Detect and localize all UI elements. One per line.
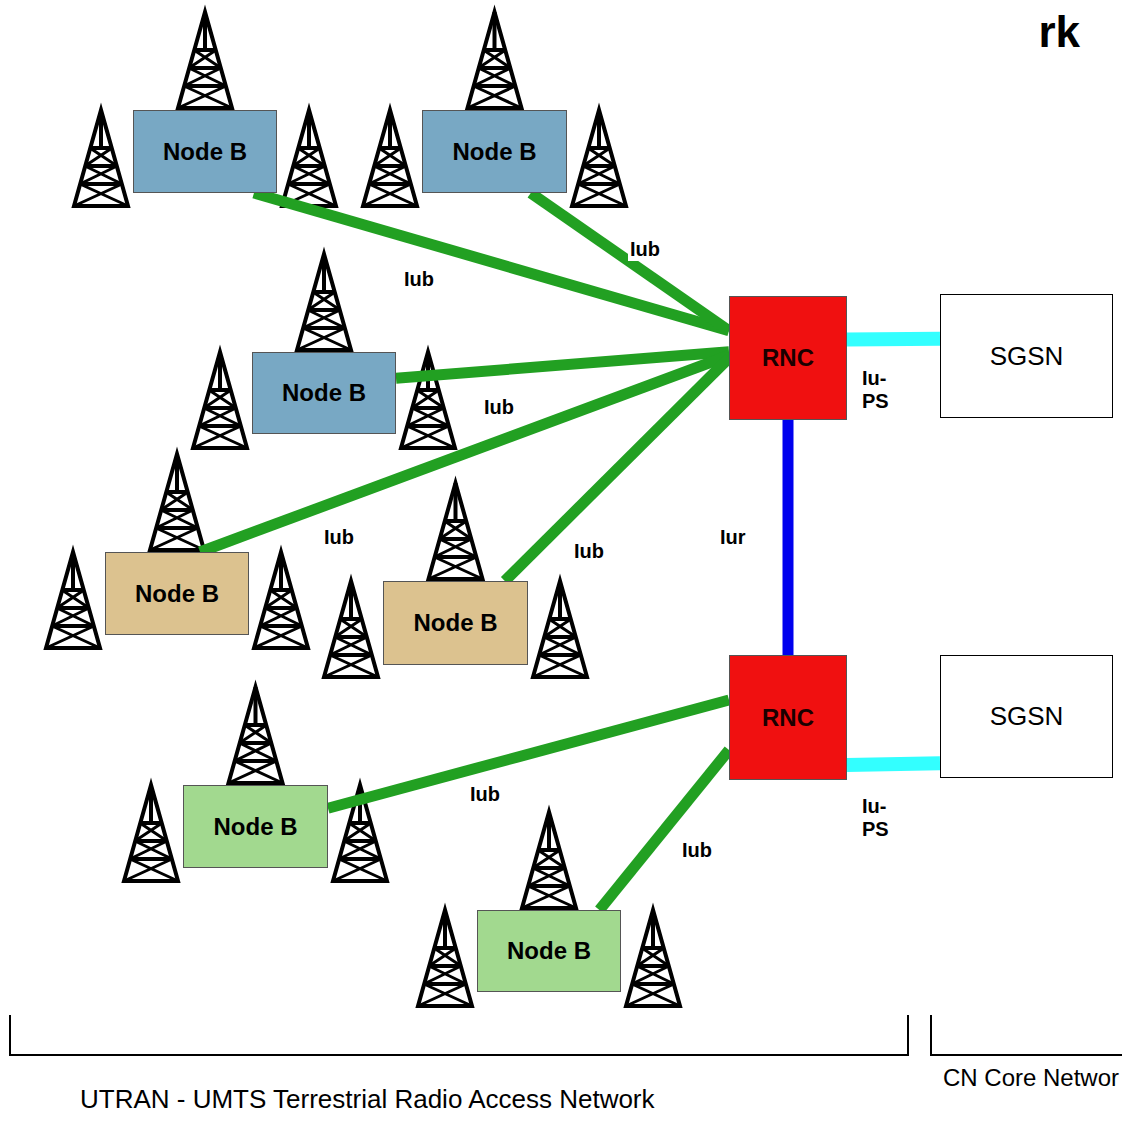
node-b-box: Node B	[252, 352, 396, 434]
interface-link	[328, 700, 729, 808]
antenna-tower	[533, 581, 587, 677]
sgsn-box: SGSN	[940, 655, 1113, 778]
antenna-tower	[429, 483, 483, 579]
antenna-tower	[468, 12, 522, 108]
interface-label: Iur	[718, 526, 748, 549]
antenna-tower	[254, 552, 308, 648]
node-b-box: Node B	[477, 910, 621, 992]
antenna-tower	[297, 254, 351, 350]
interface-link	[599, 750, 729, 910]
antenna-tower	[193, 352, 247, 448]
node-label: Node B	[507, 937, 591, 965]
antenna-tower	[150, 454, 204, 550]
sgsn-box: SGSN	[940, 294, 1113, 418]
interface-link	[505, 358, 729, 581]
interface-label: Iub	[322, 526, 356, 549]
antenna-tower	[401, 352, 455, 448]
antenna-tower	[522, 812, 576, 908]
interface-link	[847, 332, 940, 347]
node-label: SGSN	[990, 701, 1064, 732]
antenna-tower	[324, 581, 378, 677]
antenna-tower	[46, 552, 100, 648]
node-label: Node B	[453, 138, 537, 166]
antenna-tower	[363, 110, 417, 206]
antenna-tower	[124, 785, 178, 881]
node-label: Node B	[163, 138, 247, 166]
interface-label: Iub	[680, 839, 714, 862]
antenna-tower	[74, 110, 128, 206]
interface-label: Iu- PS	[860, 367, 891, 413]
interface-label: Iub	[468, 783, 502, 806]
node-b-box: Node B	[383, 581, 528, 665]
interface-link	[531, 193, 729, 331]
node-label: SGSN	[990, 341, 1064, 372]
node-label: RNC	[762, 704, 814, 732]
antenna-tower	[572, 110, 626, 206]
antenna-tower	[626, 910, 680, 1006]
node-b-box: Node B	[183, 785, 328, 868]
interface-label: Iub	[628, 238, 662, 261]
node-label: Node B	[414, 609, 498, 637]
interface-label: Iub	[482, 396, 516, 419]
interface-link	[847, 763, 940, 765]
node-b-box: Node B	[422, 110, 567, 193]
utran-bracket	[10, 1015, 908, 1055]
antenna-tower	[418, 910, 472, 1006]
node-label: Node B	[282, 379, 366, 407]
node-label: RNC	[762, 344, 814, 372]
rnc-box: RNC	[729, 655, 847, 780]
node-label: Node B	[214, 813, 298, 841]
interface-label: Iu- PS	[860, 795, 891, 841]
node-label: Node B	[135, 580, 219, 608]
interface-link	[254, 193, 729, 331]
interface-label: Iub	[402, 268, 436, 291]
antenna-tower	[178, 12, 232, 108]
rnc-box: RNC	[729, 296, 847, 420]
interface-label: Iub	[572, 540, 606, 563]
title-text: rk	[1038, 8, 1080, 56]
antenna-tower	[229, 687, 283, 783]
antenna-tower	[282, 110, 336, 206]
cn-bracket	[931, 1015, 1122, 1055]
node-b-box: Node B	[133, 110, 277, 193]
interface-link	[783, 420, 794, 655]
utran-caption: UTRAN - UMTS Terrestrial Radio Access Ne…	[80, 1084, 655, 1115]
cn-caption: CN Core Networ	[940, 1064, 1122, 1093]
node-b-box: Node B	[105, 552, 249, 635]
